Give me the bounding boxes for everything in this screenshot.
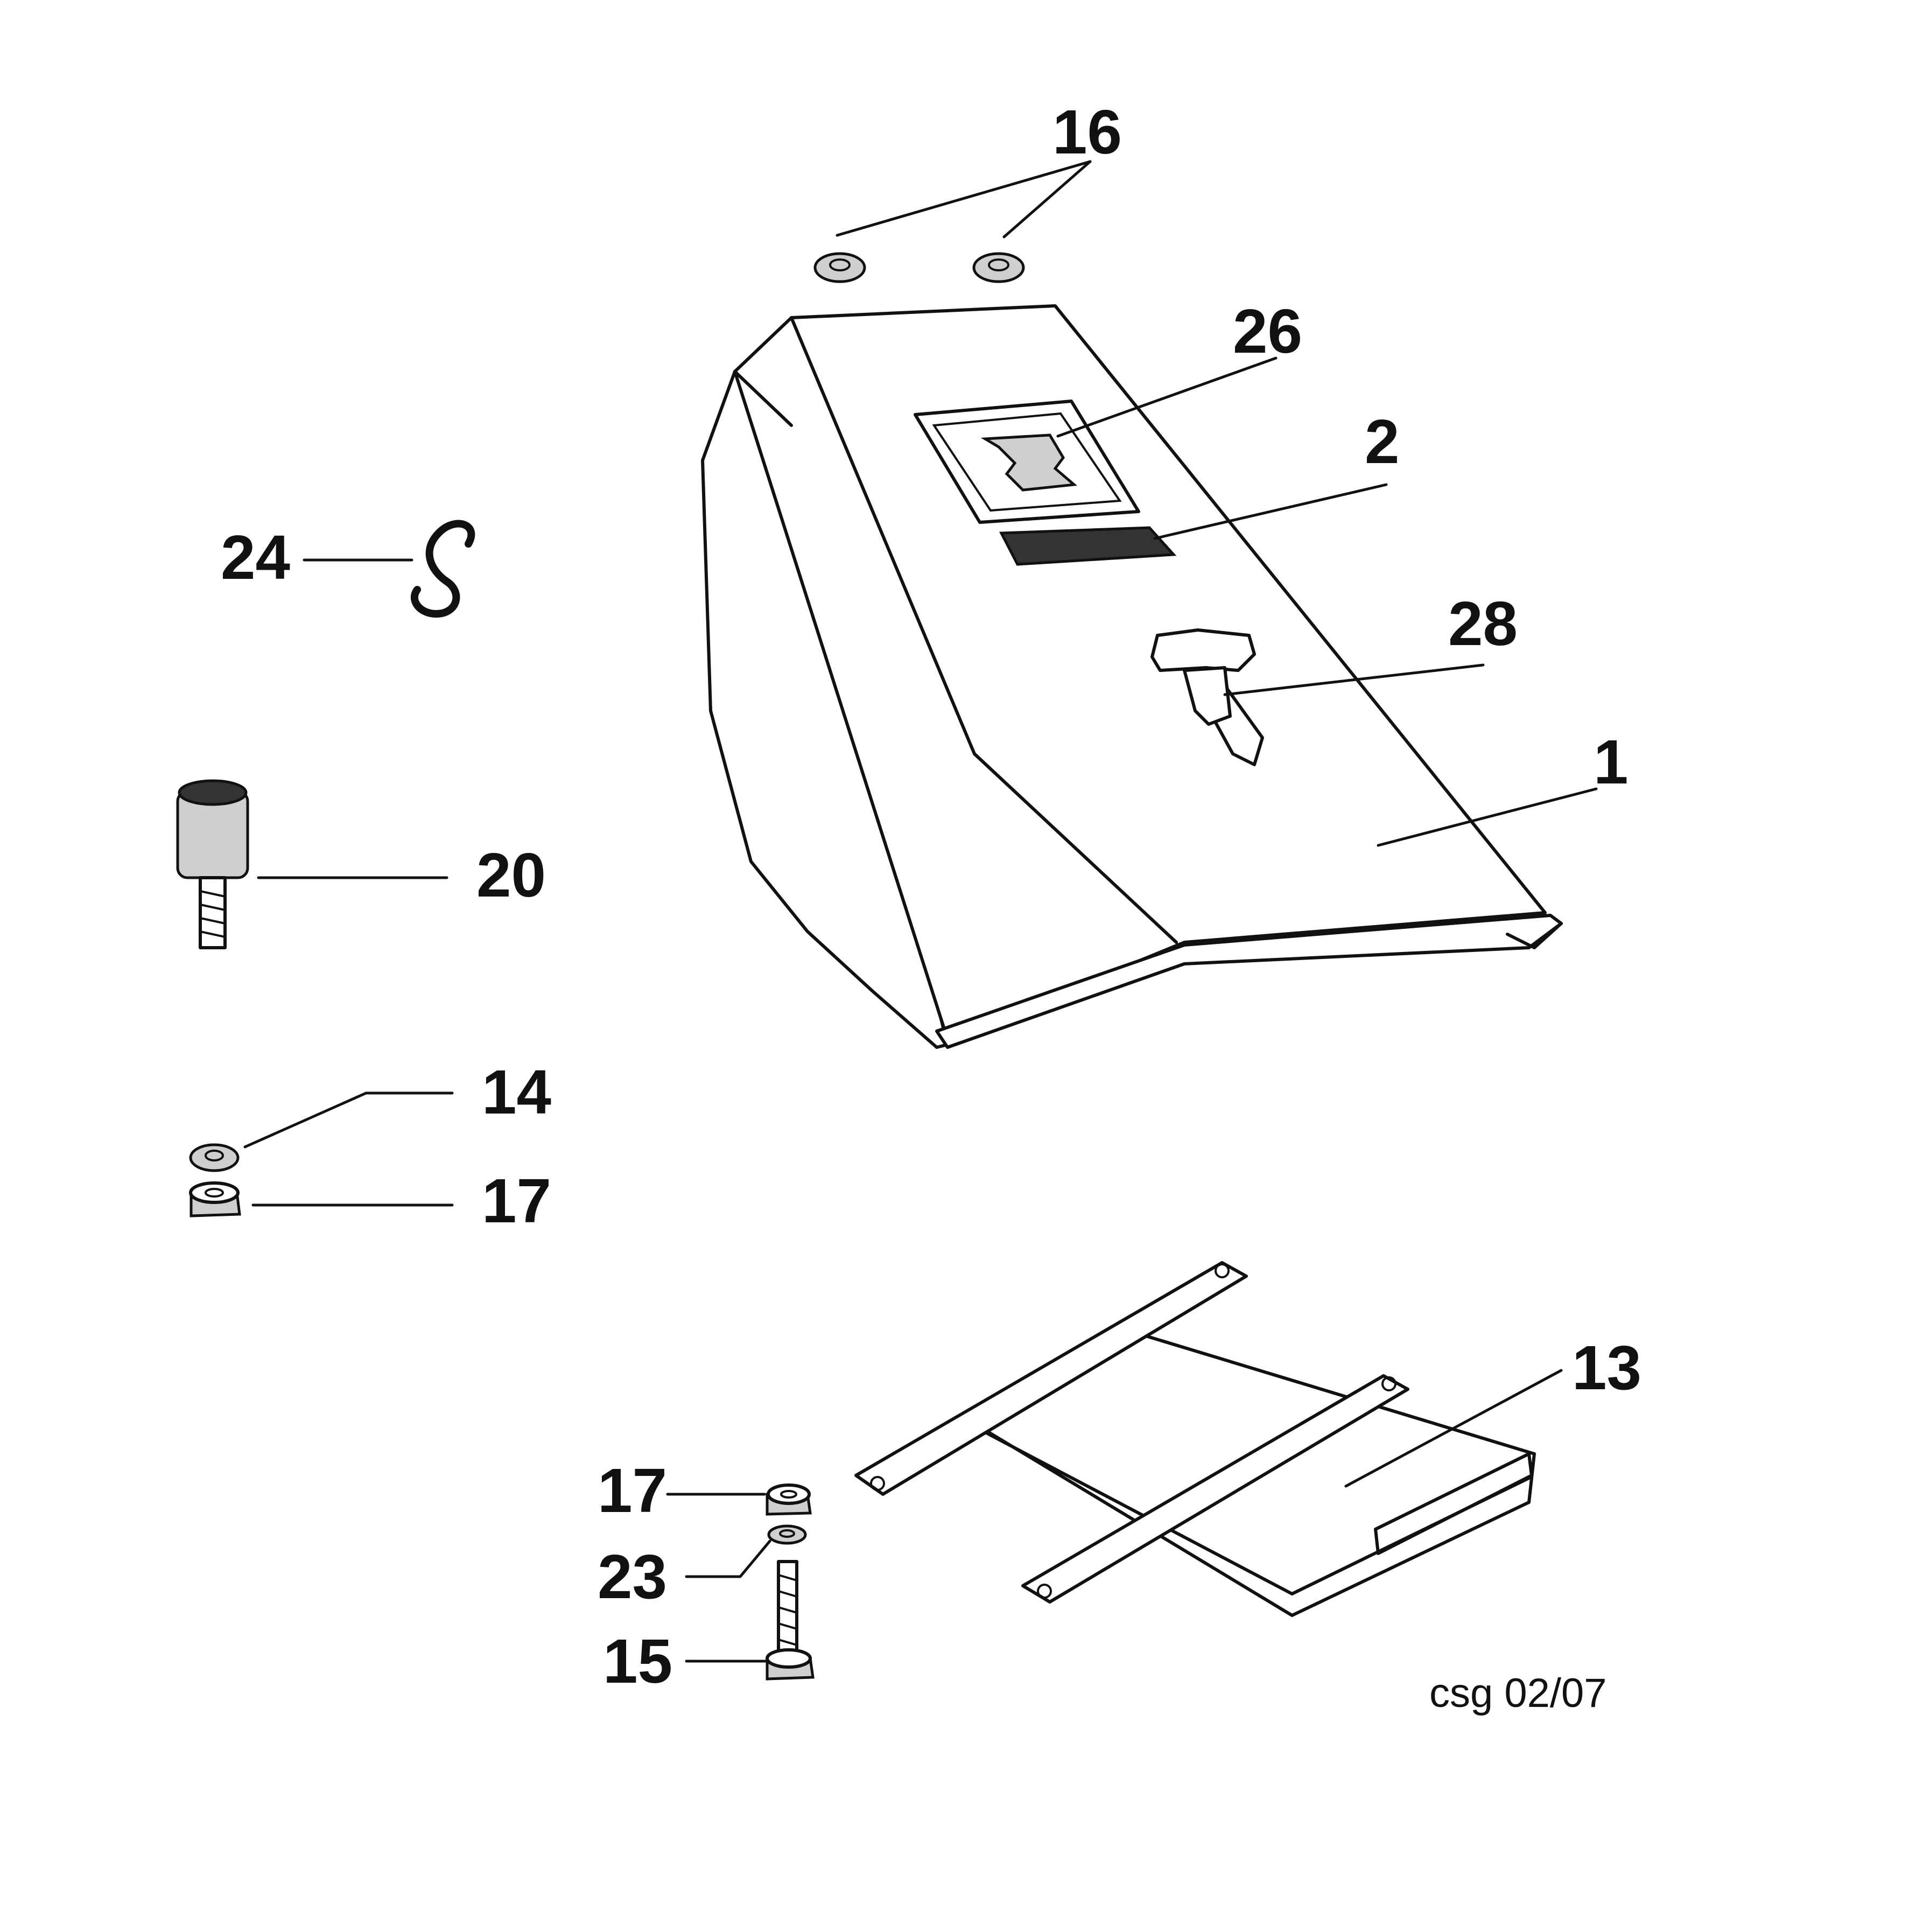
callout-26: 26	[1233, 296, 1302, 366]
cover-housing	[701, 304, 1563, 1049]
callout-17-lower: 17	[598, 1455, 667, 1525]
nut-17-upper	[189, 1181, 241, 1217]
s-hook-24	[411, 520, 475, 618]
callout-23: 23	[598, 1542, 667, 1612]
callout-1: 1	[1594, 727, 1629, 797]
callout-14: 14	[482, 1057, 551, 1127]
grommet-16-left	[813, 252, 866, 283]
callout-2: 2	[1365, 407, 1400, 477]
nut-17-lower	[766, 1483, 812, 1516]
bolt-15	[766, 1560, 815, 1681]
callout-17-upper: 17	[482, 1166, 551, 1236]
callout-15: 15	[603, 1626, 672, 1696]
callout-24: 24	[221, 522, 290, 592]
grommet-16-right	[972, 252, 1025, 283]
callout-28: 28	[1448, 589, 1518, 659]
leader-lines	[243, 160, 1598, 1663]
callout-13: 13	[1572, 1333, 1641, 1403]
washer-14	[189, 1143, 240, 1172]
decal-label-26	[914, 400, 1140, 524]
handle-28	[1150, 628, 1264, 766]
callout-20: 20	[476, 840, 546, 910]
washer-23	[767, 1524, 807, 1545]
drawing-code: csg 02/07	[1429, 1670, 1607, 1716]
plate-2	[999, 526, 1177, 566]
base-plate-13	[854, 1261, 1536, 1617]
stud-20	[176, 779, 249, 949]
callout-16: 16	[1052, 97, 1122, 167]
